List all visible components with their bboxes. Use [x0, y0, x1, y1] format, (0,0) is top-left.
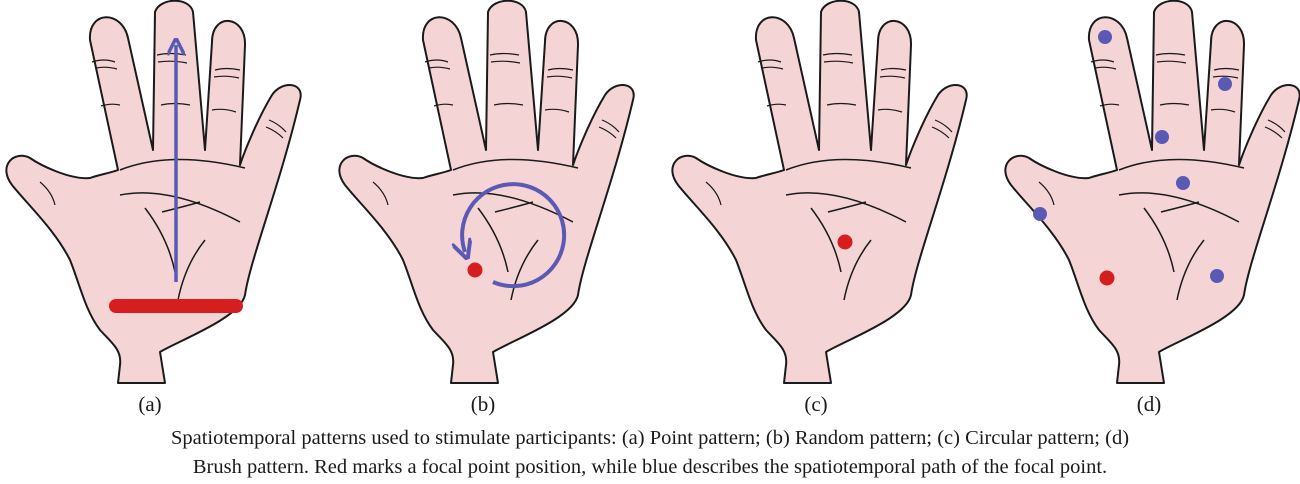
- hand-a: [5, 0, 302, 384]
- random-path-point: [1155, 130, 1169, 144]
- hand-d: [1004, 0, 1300, 384]
- circular-path-arrow: [462, 182, 567, 289]
- panel-label-d: (d): [1136, 392, 1162, 416]
- panel-label-c: (c): [804, 392, 828, 416]
- figure-hands: [5, 0, 1300, 384]
- random-path-point: [1176, 176, 1190, 190]
- circular-focal-point: [467, 262, 483, 278]
- caption-line-1: Spatiotemporal patterns used to stimulat…: [170, 427, 1130, 449]
- random-path-point: [1218, 77, 1232, 91]
- random-focal-point: [1099, 270, 1115, 286]
- caption-line-2: Brush pattern. Red marks a focal point p…: [192, 456, 1108, 478]
- random-path-point: [1098, 30, 1112, 44]
- random-path-point: [1210, 269, 1224, 283]
- panel-label-a: (a): [138, 392, 162, 416]
- point-focal-point: [837, 234, 853, 250]
- panel-label-b: (b): [470, 392, 496, 416]
- figure-caption: Spatiotemporal patterns used to stimulat…: [0, 424, 1300, 482]
- random-path-point: [1033, 207, 1047, 221]
- hand-c: [671, 0, 968, 384]
- hand-b: [338, 0, 635, 384]
